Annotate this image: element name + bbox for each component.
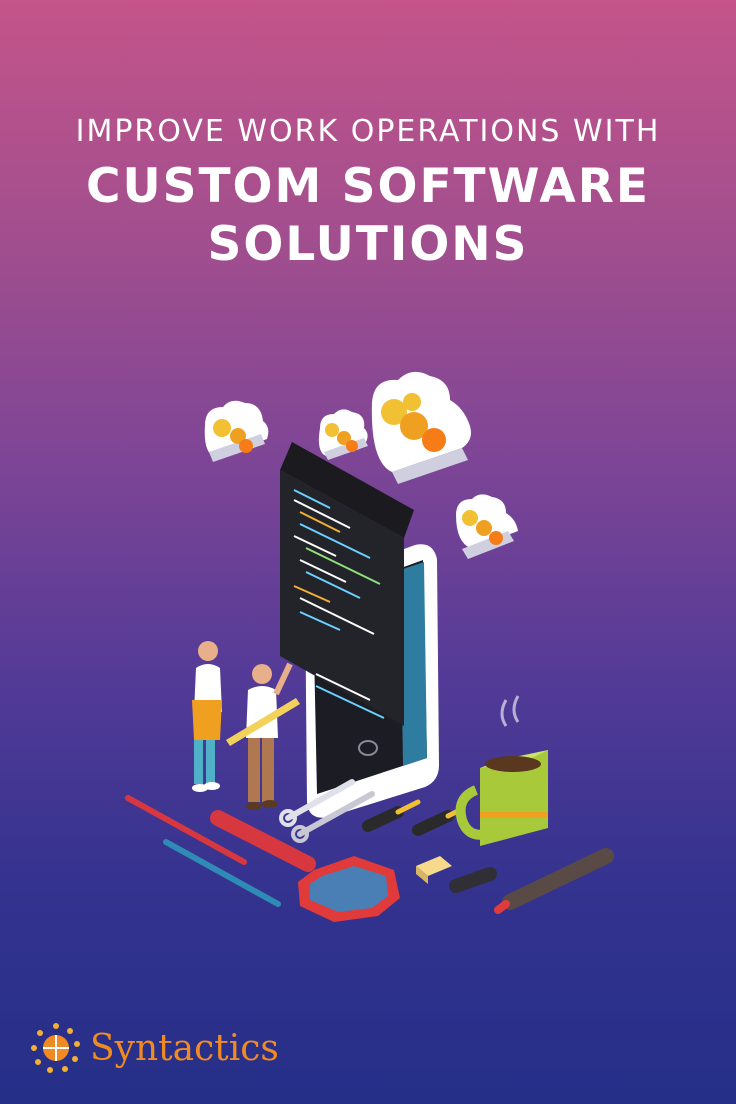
brand-name: Syntactics — [90, 1027, 279, 1069]
cloud-gear-icon — [318, 409, 368, 460]
sun-logo-icon — [31, 1023, 80, 1073]
marker-icon — [449, 848, 614, 914]
cloud-gear-icon — [371, 371, 471, 484]
brand-logo: Syntactics — [30, 1022, 279, 1074]
pencil-icon — [125, 795, 281, 907]
developer-figure — [192, 641, 222, 792]
wrench-icon — [279, 779, 375, 843]
headline-line-2: CUSTOM SOFTWARE — [85, 159, 651, 214]
headline-line-3: SOLUTIONS — [207, 217, 529, 272]
coffee-mug-icon — [455, 695, 548, 846]
screwdriver-icon — [362, 799, 465, 836]
cloud-gear-icon — [456, 494, 518, 559]
code-window-icon — [280, 442, 414, 726]
developer-figure — [226, 662, 300, 810]
cloud-gear-icon — [204, 400, 269, 462]
headline-line-1: IMPROVE WORK OPERATIONS WITH — [75, 114, 661, 149]
eraser-icon — [416, 856, 452, 884]
magnifier-icon — [210, 810, 400, 922]
headline: IMPROVE WORK OPERATIONS WITH CUSTOM SOFT… — [0, 112, 736, 274]
